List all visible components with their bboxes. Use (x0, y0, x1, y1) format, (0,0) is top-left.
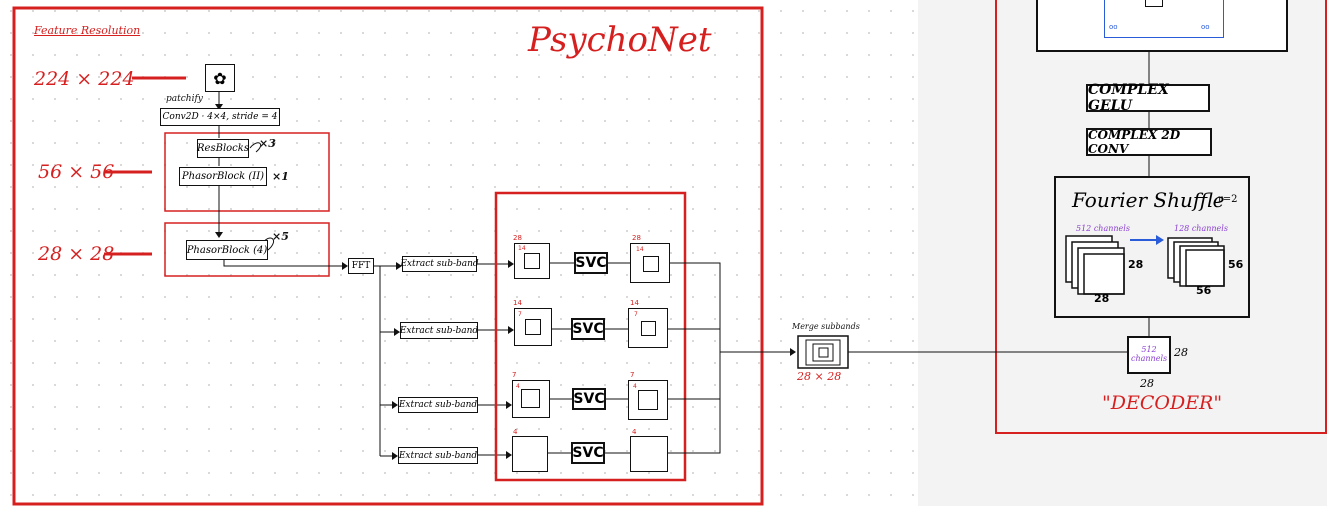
svc-block-1[interactable]: SVC (574, 252, 608, 274)
subband-input-4 (512, 436, 548, 472)
section-title: Feature Resolution (34, 24, 140, 37)
subband-input-4-size: 4 (513, 428, 517, 436)
conv2d-block[interactable]: Conv2D · 4×4, stride = 4 (160, 108, 280, 126)
latent-size-h: 28 (1140, 377, 1154, 390)
svc-block-4[interactable]: SVC (571, 442, 605, 464)
merge-size: 28 × 28 (797, 370, 841, 383)
image-icon: ✿ (205, 64, 235, 92)
fourier-in-channels: 512 channels (1076, 224, 1130, 233)
extract-subband-1[interactable]: Extract sub-band (402, 256, 477, 272)
subband-output-1-size: 28 (632, 234, 641, 242)
subband-output-2-size: 14 (630, 299, 639, 307)
subband-output-1-inner: 14 (636, 246, 644, 253)
resolution-28: 28 × 28 (38, 243, 114, 265)
phasor-block-2[interactable]: PhasorBlock (II) (179, 167, 267, 186)
fourier-out-size-b: 56 (1196, 284, 1211, 297)
fourier-in-size-a: 28 (1128, 258, 1143, 271)
subband-input-1-inner: 14 (518, 245, 526, 252)
phasor-block-4-repeat: ×5 (272, 230, 289, 243)
extract-subband-2[interactable]: Extract sub-band (400, 322, 478, 339)
extract-subband-3[interactable]: Extract sub-band (398, 397, 478, 413)
subband-input-1-size: 28 (513, 234, 522, 242)
fourier-shuffle-r: r=2 (1218, 194, 1238, 205)
fft-block[interactable]: FFT (348, 258, 374, 274)
decoder-top-block: oo oo (1036, 0, 1288, 52)
phasor-block-4[interactable]: PhasorBlock (4) (186, 240, 268, 260)
subband-output-4-size: 4 (632, 428, 636, 436)
subband-input-2-size: 14 (513, 299, 522, 307)
psychonet-title: PsychoNet (528, 20, 712, 60)
resblock-repeat: ×3 (259, 137, 276, 150)
complex-2d-conv-block[interactable]: COMPLEX 2D CONV (1086, 128, 1212, 156)
phasor-block-2-repeat: ×1 (272, 170, 289, 183)
subband-output-4 (630, 436, 668, 472)
svc-block-3[interactable]: SVC (572, 388, 606, 410)
decoder-title: "DECODER" (1102, 392, 1222, 414)
fourier-out-channels: 128 channels (1174, 224, 1228, 233)
subband-input-3-inner: 4 (516, 383, 520, 390)
decoder-top-inner: oo oo (1104, 0, 1224, 38)
svc-block-2[interactable]: SVC (571, 318, 605, 340)
fourier-shuffle-title: Fourier Shuffle (1072, 188, 1224, 212)
subband-input-3-size: 7 (512, 371, 516, 379)
fourier-in-size-b: 28 (1094, 292, 1109, 305)
subband-output-2-inner: 7 (634, 311, 638, 318)
latent-block[interactable]: 512 channels (1127, 336, 1171, 374)
latent-size-w: 28 (1174, 346, 1188, 359)
complex-gelu-block[interactable]: COMPLEX GELU (1086, 84, 1210, 112)
resolution-56: 56 × 56 (38, 161, 114, 183)
subband-input-2-inner: 7 (518, 311, 522, 318)
resolution-224: 224 × 224 (34, 68, 135, 90)
fourier-out-size-a: 56 (1228, 258, 1243, 271)
subband-output-3-size: 7 (630, 371, 634, 379)
patchify-label: patchify (166, 94, 203, 104)
latent-channels: 512 channels (1131, 346, 1167, 364)
merge-subbands-label: Merge subbands (792, 322, 860, 331)
extract-subband-4[interactable]: Extract sub-band (398, 447, 478, 464)
subband-output-3-inner: 4 (633, 383, 637, 390)
resblock-block[interactable]: ResBlocks (197, 139, 249, 158)
